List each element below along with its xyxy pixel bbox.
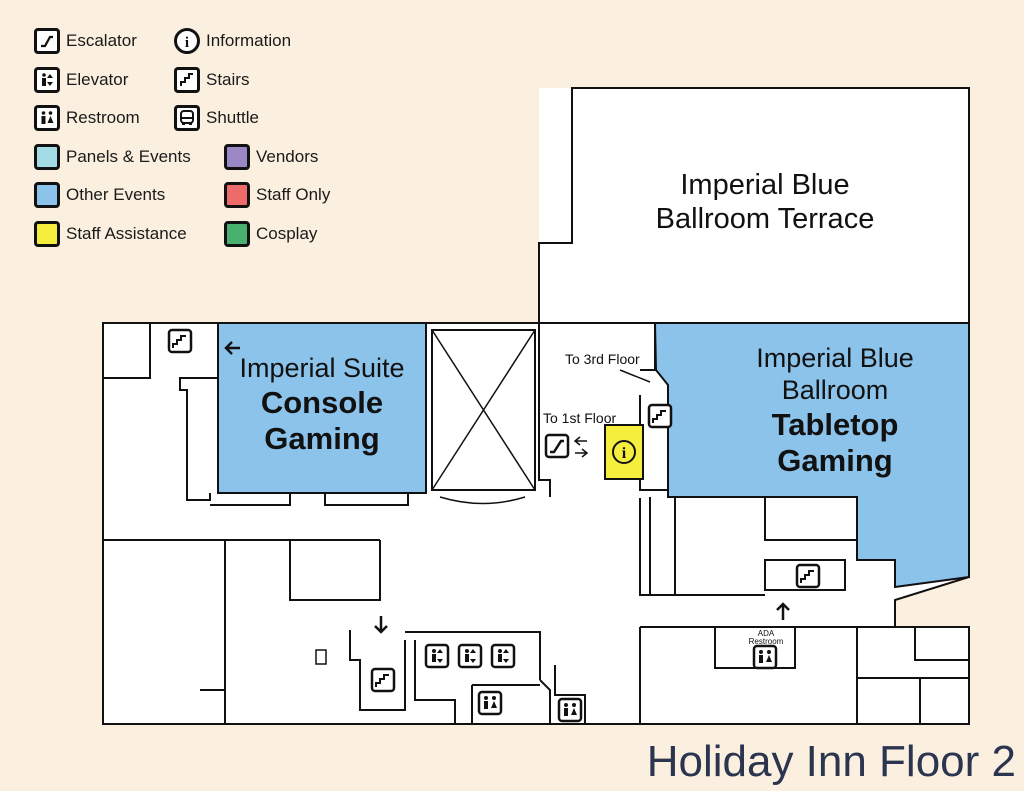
information-icon: [612, 440, 636, 464]
legend-label: Shuttle: [206, 108, 259, 127]
legend-label: Vendors: [256, 146, 319, 166]
legend-label: Elevator: [66, 69, 129, 89]
suite-event-line1: Console: [260, 384, 384, 420]
staff-assistance-desk[interactable]: [604, 424, 644, 480]
legend-item: Escalator: [34, 28, 137, 54]
legend-label: Other Events: [66, 185, 166, 204]
shuttle-icon: [174, 105, 200, 131]
ada-label-line2: Restroom: [748, 637, 784, 647]
legend-item: Vendors: [224, 143, 319, 170]
floor-title: Holiday Inn Floor 2: [646, 737, 1016, 786]
stairs-icon[interactable]: [795, 563, 821, 589]
to-1st-floor-label: To 1st Floor: [543, 410, 617, 426]
suite-name: Imperial Suite: [239, 353, 405, 383]
restroom-icon[interactable]: [752, 644, 778, 670]
to-3rd-floor-label: To 3rd Floor: [565, 351, 640, 367]
legend-swatch: [34, 220, 60, 247]
arrow-up-icon: [776, 602, 790, 620]
restroom-icon: [34, 105, 60, 131]
ballroom-name-line1: Imperial Blue: [756, 343, 914, 373]
elevator-icon[interactable]: [424, 643, 450, 669]
terrace-label: Imperial Blue Ballroom Terrace: [600, 168, 930, 236]
stairs-icon[interactable]: [647, 403, 673, 429]
suite-event-line2: Gaming: [264, 421, 380, 457]
information-icon: i: [174, 28, 200, 54]
legend-item: Shuttle: [174, 105, 259, 131]
arrow-left-icon: [224, 341, 240, 355]
stairs-icon[interactable]: [370, 667, 396, 693]
legend-item: Staff Only: [224, 182, 330, 208]
escalator-icon: [34, 28, 60, 54]
legend-label: Stairs: [206, 69, 250, 89]
legend-item: Elevator: [34, 66, 129, 93]
svg-text:i: i: [185, 35, 189, 49]
restroom-icon[interactable]: [477, 690, 503, 716]
restroom-icon[interactable]: [557, 697, 583, 723]
arrow-down-icon: [374, 616, 388, 634]
legend-label: Escalator: [66, 31, 137, 50]
elevator-icon[interactable]: [457, 643, 483, 669]
legend-label: Information: [206, 31, 292, 50]
escalator-icon[interactable]: [544, 433, 570, 459]
ballroom-event-line2: Gaming: [777, 443, 893, 479]
legend-item: Other Events: [34, 182, 165, 208]
legend-item: i Information: [174, 28, 291, 54]
legend-label: Panels & Events: [66, 146, 191, 166]
elevator-icon[interactable]: [490, 643, 516, 669]
stairs-icon: [174, 66, 200, 93]
terrace-name-line2: Ballroom Terrace: [655, 203, 875, 236]
legend-label: Staff Only: [256, 185, 331, 204]
ada-label-line1: ADA: [757, 629, 775, 638]
suite-label[interactable]: Imperial Suite Console Gaming: [218, 353, 426, 458]
terrace-area: [539, 88, 969, 323]
legend-swatch: [34, 143, 60, 170]
legend-item: Stairs: [174, 66, 250, 93]
legend-swatch: [224, 220, 250, 247]
legend-label: Restroom: [66, 108, 140, 127]
ballroom-label[interactable]: Imperial Blue Ballroom Tabletop Gaming: [690, 343, 980, 480]
stairs-icon[interactable]: [167, 328, 193, 354]
ballroom-name-line2: Ballroom: [781, 374, 889, 405]
legend-label: Staff Assistance: [66, 223, 187, 243]
small-box: [315, 649, 327, 665]
legend-swatch: [224, 143, 250, 170]
direction-arrows: [224, 341, 790, 634]
legend-item: Panels & Events: [34, 143, 191, 170]
legend-label: Cosplay: [256, 223, 318, 243]
legend-swatch: [34, 182, 60, 208]
legend-item: Staff Assistance: [34, 220, 187, 247]
legend-item: Cosplay: [224, 220, 318, 247]
ballroom-event-line1: Tabletop: [771, 406, 899, 442]
legend-item: Restroom: [34, 105, 140, 131]
ballroom-area: [653, 322, 970, 589]
legend-swatch: [224, 182, 250, 208]
terrace-name-line1: Imperial Blue: [680, 169, 850, 201]
svg-text:i: i: [622, 445, 627, 462]
elevator-icon: [34, 66, 60, 93]
ada-restroom-label: ADA Restroom: [740, 629, 792, 647]
escalator-arrows-icon: [573, 436, 589, 458]
